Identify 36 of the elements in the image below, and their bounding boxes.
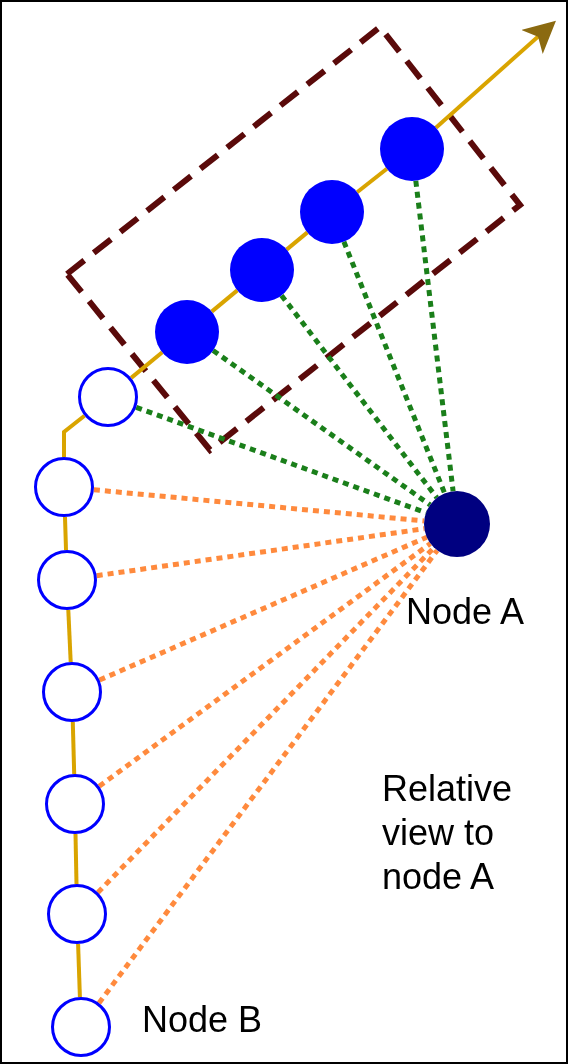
node-circle [47,884,107,944]
dotted-line [96,526,425,579]
node-circle [424,491,490,557]
path-line [285,230,309,252]
dotted-line [341,240,448,495]
arrow [434,20,556,130]
node-circle [42,662,102,722]
dotted-line [98,534,428,683]
node-circle [51,997,111,1057]
node-circle [45,774,105,834]
node-label: Node B [142,998,263,1042]
path-line [129,350,164,380]
dotted-line [96,545,436,895]
node-circle [155,300,219,364]
dotted-line [97,541,432,789]
dotted-line [279,293,439,500]
dotted-line [93,487,425,524]
node-circle [300,180,364,244]
path-line [210,288,239,314]
path-line [63,516,68,551]
path-line [73,833,79,885]
node-circle [78,367,138,427]
caption-text: Relative view to node A [382,767,514,899]
node-circle [230,238,294,302]
node-circle [37,550,97,610]
node-circle [380,117,444,181]
dotted-line [413,180,456,492]
dotted-line [211,348,432,507]
path-line [66,609,73,663]
dotted-line [97,548,440,1005]
path-line [355,167,389,194]
node-label: Node A [406,590,525,634]
node-circle [34,457,94,517]
path-line [70,721,77,775]
path-line [76,943,82,998]
path-line [62,414,86,457]
